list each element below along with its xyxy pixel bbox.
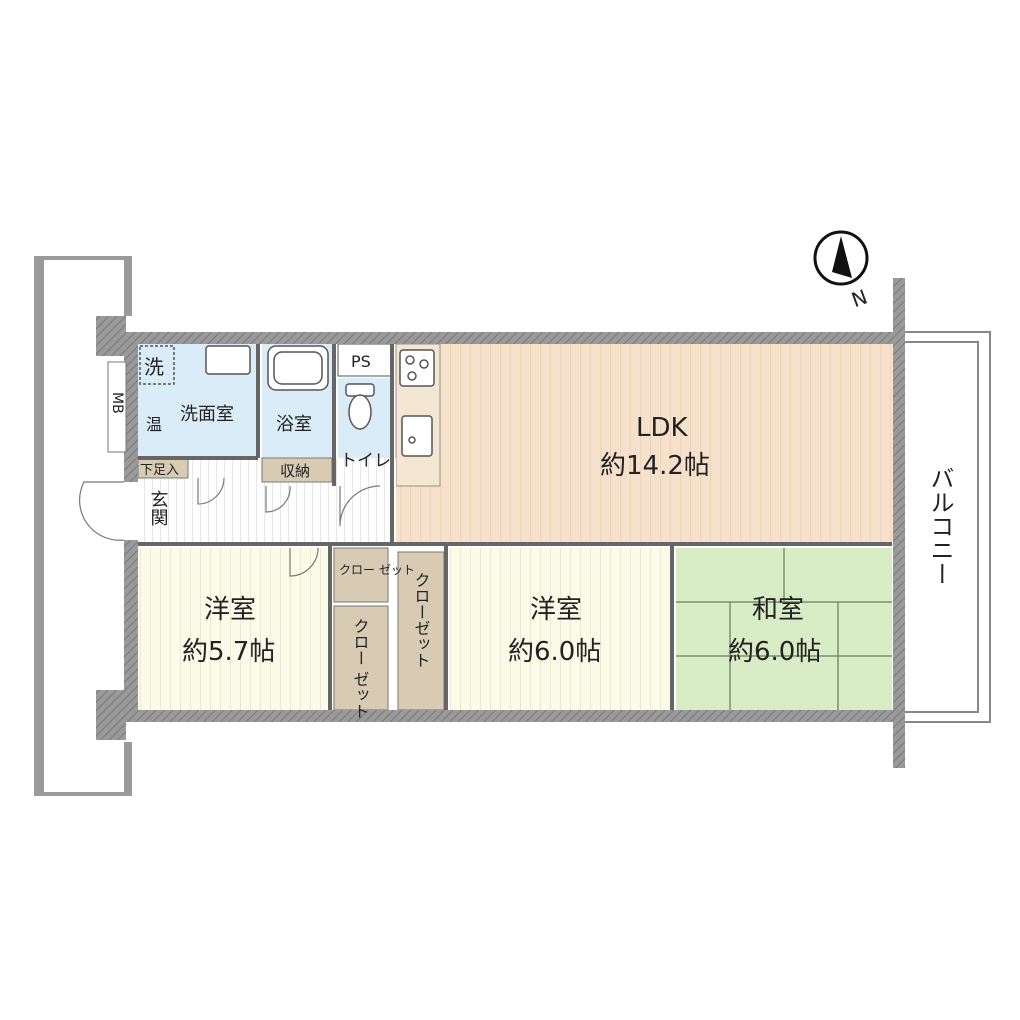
doors [79,477,381,577]
yoshitsu-mid-name: 洋室 [530,595,582,625]
fixtures [139,345,435,457]
ldk-room [396,344,893,542]
senmenshitsu-label: 洗面室 [180,404,234,425]
ps-label: PS [351,352,371,371]
yoshitsu-mid-room [450,548,670,710]
interior-walls [138,344,892,710]
shuno-box [261,457,333,483]
washitsu-size: 約6.0帖 [728,637,821,667]
closet-left-label: クロー ゼット [351,618,370,719]
left-corridor [34,256,132,796]
washitsu-name: 和室 [752,595,804,625]
yoshitsu-left-room [138,548,333,710]
compass-icon [813,230,869,286]
ldk-name: LDK [636,413,689,443]
ldk-size: 約14.2帖 [600,451,710,481]
on-label: 温 [146,415,162,434]
closet-small-box [333,547,389,603]
yoshitsu-mid-size: 約6.0帖 [508,637,601,667]
yoshitsu-left-size: 約5.7帖 [182,637,275,667]
yokushitsu-label: 浴室 [276,414,312,435]
closet-mid-box [397,551,445,711]
compass-north-label: N [848,285,870,313]
closet-mid-label: クローゼット [412,572,431,668]
walls [96,316,905,740]
toilet-label: トイレ [340,451,391,471]
genkan-label: 玄関 [148,490,169,526]
mb-label: MB [109,392,125,414]
sentaku-label: 洗 [144,355,164,379]
yoshitsu-left-name: 洋室 [204,595,256,625]
balcony-label: バルコニー [926,466,954,586]
shitaashiire-label: 下足入 [140,463,179,478]
closet-small-label: クロー ゼット [339,563,415,577]
shuno-label: 収納 [280,462,310,480]
tatami-lines [676,548,892,710]
closet-left-box [333,605,389,711]
